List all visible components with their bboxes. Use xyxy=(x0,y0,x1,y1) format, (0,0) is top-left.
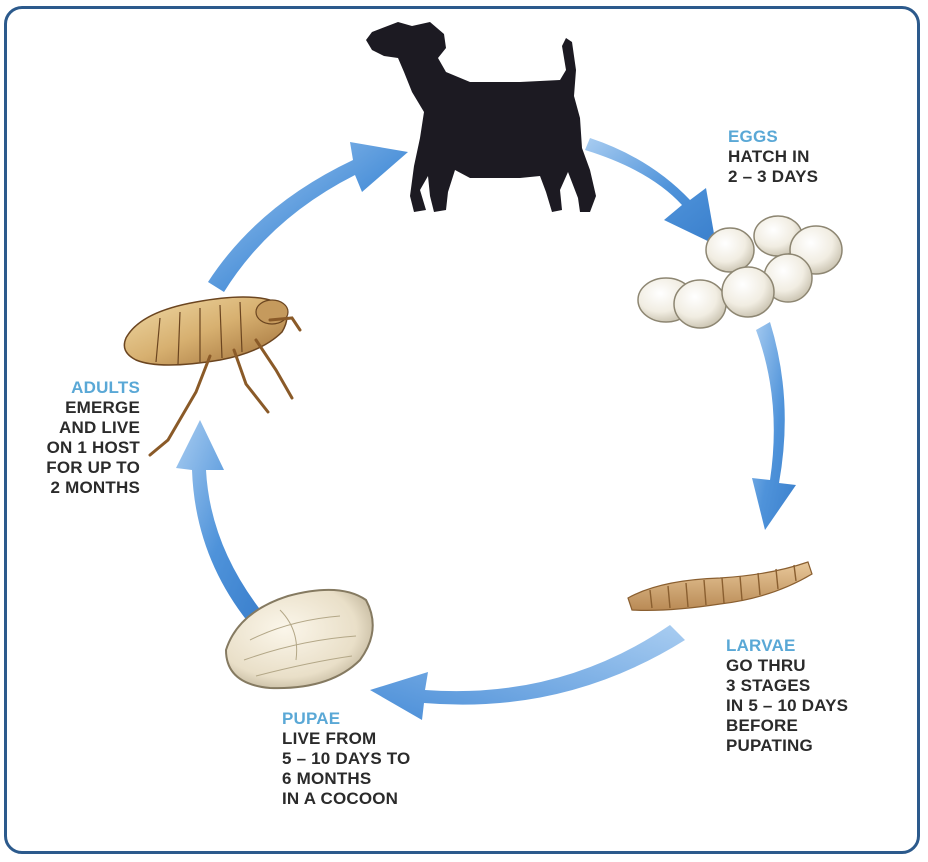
cycle-arrow-icon xyxy=(370,625,685,720)
flea-eggs-icon xyxy=(637,215,843,329)
pupae-line: LIVE FROM xyxy=(282,729,377,748)
larvae-line: IN 5 – 10 DAYS xyxy=(726,696,849,715)
adults-line: 2 MONTHS xyxy=(50,478,140,497)
larvae-line: 3 STAGES xyxy=(726,676,811,695)
larvae-title: LARVAE xyxy=(726,636,796,655)
pupae-line: 6 MONTHS xyxy=(282,769,372,788)
adults-line: ON 1 HOST xyxy=(46,438,140,457)
dog-silhouette-icon xyxy=(366,22,596,212)
adults-label: ADULTS EMERGE AND LIVE ON 1 HOST FOR UP … xyxy=(28,378,140,498)
larvae-line: GO THRU xyxy=(726,656,806,675)
pupae-line: 5 – 10 DAYS TO xyxy=(282,749,411,768)
pupae-line: IN A COCOON xyxy=(282,789,399,808)
eggs-label: EGGS HATCH IN 2 – 3 DAYS xyxy=(728,127,818,187)
eggs-line: HATCH IN xyxy=(728,147,810,166)
flea-larva-icon xyxy=(627,561,813,611)
adults-line: FOR UP TO xyxy=(46,458,140,477)
adults-title: ADULTS xyxy=(71,378,140,397)
pupae-label: PUPAE LIVE FROM 5 – 10 DAYS TO 6 MONTHS … xyxy=(282,709,410,809)
cycle-arrow-icon xyxy=(752,322,796,530)
adults-line: EMERGE xyxy=(65,398,140,417)
flea-pupa-icon xyxy=(224,588,374,690)
larvae-line: PUPATING xyxy=(726,736,813,755)
cycle-arrow-icon xyxy=(208,142,408,292)
eggs-line: 2 – 3 DAYS xyxy=(728,167,819,186)
pupae-title: PUPAE xyxy=(282,709,341,728)
adult-flea-icon xyxy=(123,296,302,457)
larvae-label: LARVAE GO THRU 3 STAGES IN 5 – 10 DAYS B… xyxy=(726,636,848,756)
adults-line: AND LIVE xyxy=(59,418,140,437)
cycle-arrow-icon xyxy=(585,138,716,245)
larvae-line: BEFORE xyxy=(726,716,799,735)
eggs-title: EGGS xyxy=(728,127,778,146)
cycle-arrow-icon xyxy=(176,420,262,622)
